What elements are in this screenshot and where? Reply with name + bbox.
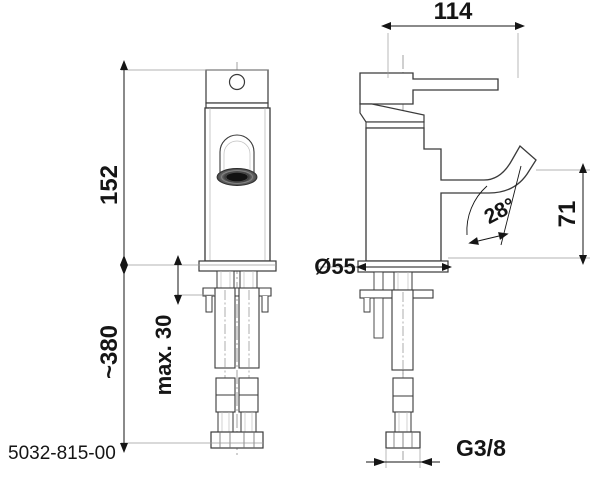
front-base-flange	[198, 260, 277, 272]
side-tail-upper	[373, 271, 413, 291]
side-hex-nut	[385, 431, 421, 449]
side-lever-handle	[359, 72, 499, 123]
dimension-label-152: 152	[96, 165, 123, 205]
dimension-label-max30: max. 30	[151, 315, 176, 396]
angle-arrow-pair	[468, 232, 509, 245]
dimension-label-d55: Ø55	[314, 254, 356, 279]
side-body-and-spout	[365, 127, 537, 262]
front-cap	[205, 69, 269, 109]
lever-underside	[359, 103, 425, 123]
dimension-label-g38: G3/8	[456, 435, 506, 461]
dimension-label-114: 114	[434, 0, 473, 25]
lever-pivot-circle	[228, 73, 246, 91]
angle-leader-line	[500, 165, 522, 246]
side-connector	[392, 377, 414, 433]
spout-outlet	[216, 134, 258, 186]
dimension-label-380: ~380	[96, 325, 123, 379]
side-view-dimensions: 114 71 28° Ø55 G3/8	[314, 0, 590, 468]
front-view-dimensions: 152 ~380 max. 30	[96, 60, 276, 453]
part-number-label: 5032-815-00	[8, 443, 116, 464]
front-hex-nut	[210, 431, 264, 449]
front-tail-upper	[216, 270, 258, 289]
front-view-group	[198, 62, 277, 455]
dimension-label-28deg: 28°	[481, 194, 520, 229]
g38-arrow-left	[374, 458, 386, 466]
angle-arc	[466, 185, 488, 236]
dimension-label-71: 71	[554, 201, 581, 228]
g38-arrow-right	[420, 458, 432, 466]
front-connector	[215, 377, 259, 433]
side-view-group	[357, 55, 537, 460]
cap-collar	[205, 102, 269, 109]
side-cap-collar	[365, 121, 425, 129]
